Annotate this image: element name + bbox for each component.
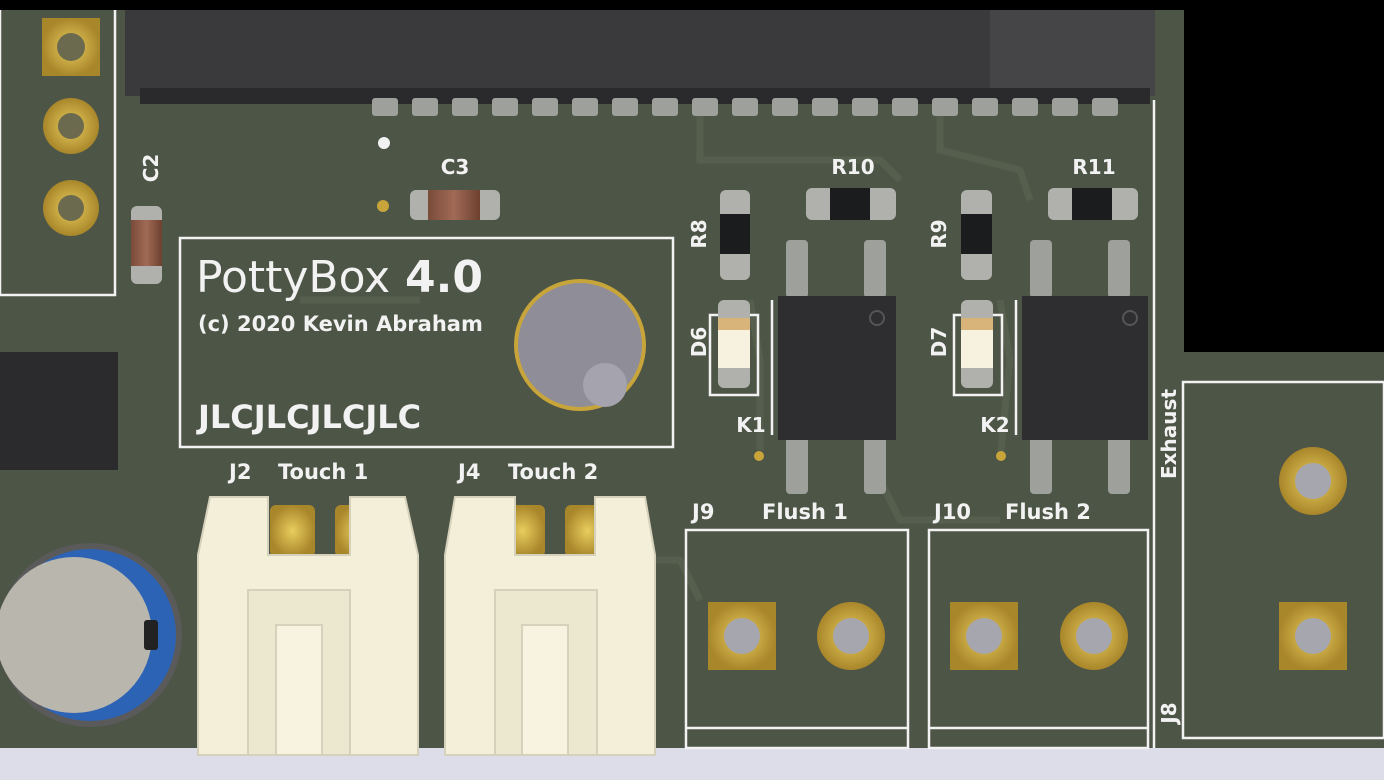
header-pad (652, 98, 678, 116)
designator-d7: D7 (927, 327, 951, 358)
header-pad (812, 98, 838, 116)
resistor-r9: R9 (927, 190, 992, 280)
header-pad (892, 98, 918, 116)
title-block: PottyBox 4.0 (c) 2020 Kevin Abraham JLCJ… (178, 236, 675, 449)
electrolytic-capacitor (0, 543, 182, 727)
designator-d6: D6 (687, 327, 711, 358)
regulator (0, 352, 118, 470)
designator-j8: J8 (1157, 702, 1181, 725)
label-exhaust: Exhaust (1157, 389, 1181, 479)
header-pad (1092, 98, 1118, 116)
header-pad (1052, 98, 1078, 116)
terminal-j9: J9 Flush 1 (684, 500, 910, 750)
board-title-version: 4.0 (405, 252, 483, 303)
terminal-j10: J10 Flush 2 (927, 500, 1150, 750)
copyright-text: (c) 2020 Kevin Abraham (198, 312, 483, 336)
label-flush2: Flush 2 (1005, 500, 1091, 524)
resistor-r11: R11 (1048, 155, 1138, 220)
led-d6: D6 (687, 300, 760, 397)
designator-j4: J4 (456, 460, 480, 484)
designator-r8: R8 (687, 219, 711, 248)
designator-c3: C3 (441, 155, 470, 179)
board-title-name: PottyBox (196, 252, 390, 303)
designator-r11: R11 (1072, 155, 1115, 179)
header-pad (532, 98, 558, 116)
connector-j4: J4 Touch 2 (444, 460, 656, 756)
pin1-marker (378, 137, 390, 149)
header-pad (932, 98, 958, 116)
header-pad (412, 98, 438, 116)
designator-k1: K1 (736, 413, 765, 437)
header-pad (1012, 98, 1038, 116)
led-d7: D7 (927, 300, 1004, 397)
connector-j2: J2 Touch 1 (197, 460, 419, 756)
header-pad (732, 98, 758, 116)
designator-k2: K2 (980, 413, 1009, 437)
designator-j9: J9 (690, 500, 714, 524)
left-header (0, 10, 117, 297)
label-touch1: Touch 1 (278, 460, 368, 484)
designator-r10: R10 (831, 155, 874, 179)
label-touch2: Touch 2 (508, 460, 598, 484)
header-connector (125, 10, 1155, 104)
header-pad (972, 98, 998, 116)
header-pad (372, 98, 398, 116)
designator-j10: J10 (932, 500, 971, 524)
relay-k1: K1 (736, 240, 896, 494)
designator-c2: C2 (139, 154, 163, 183)
header-pad (852, 98, 878, 116)
designator-r9: R9 (927, 219, 951, 248)
header-pad (572, 98, 598, 116)
resistor-r8: R8 (687, 190, 750, 280)
relay-k2: K2 (980, 240, 1148, 494)
header-pad (772, 98, 798, 116)
header-pad (492, 98, 518, 116)
header-pad (692, 98, 718, 116)
order-mark-text: JLCJLCJLCJLC (196, 398, 421, 436)
capacitor-c2: C2 (131, 154, 163, 284)
label-flush1: Flush 1 (762, 500, 848, 524)
terminal-j8: Exhaust J8 (1152, 100, 1384, 748)
designator-j2: J2 (227, 460, 251, 484)
capacitor-c3: C3 (377, 155, 500, 220)
resistor-r10: R10 (806, 155, 896, 220)
header-pads (372, 98, 1118, 116)
header-pad (612, 98, 638, 116)
header-pad (452, 98, 478, 116)
